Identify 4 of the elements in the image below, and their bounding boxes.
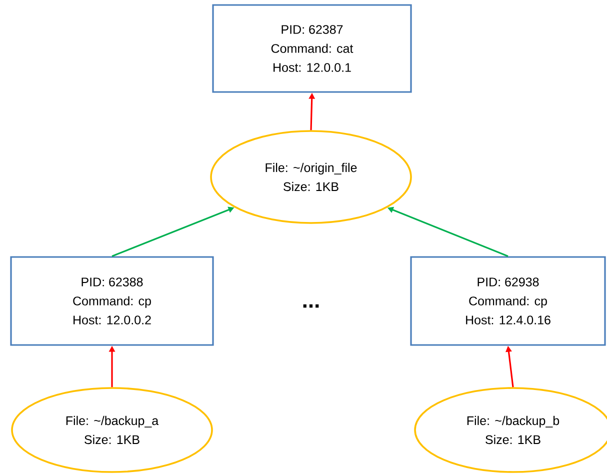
process-box: PID: 62388 Command: cp Host: 12.0.0.2	[10, 256, 214, 346]
process-box: PID: 62938 Command: cp Host: 12.4.0.16	[410, 256, 606, 346]
process-box: PID: 62387 Command: cat Host: 12.0.0.1	[212, 4, 412, 93]
ellipsis-label: ...	[303, 304, 319, 308]
